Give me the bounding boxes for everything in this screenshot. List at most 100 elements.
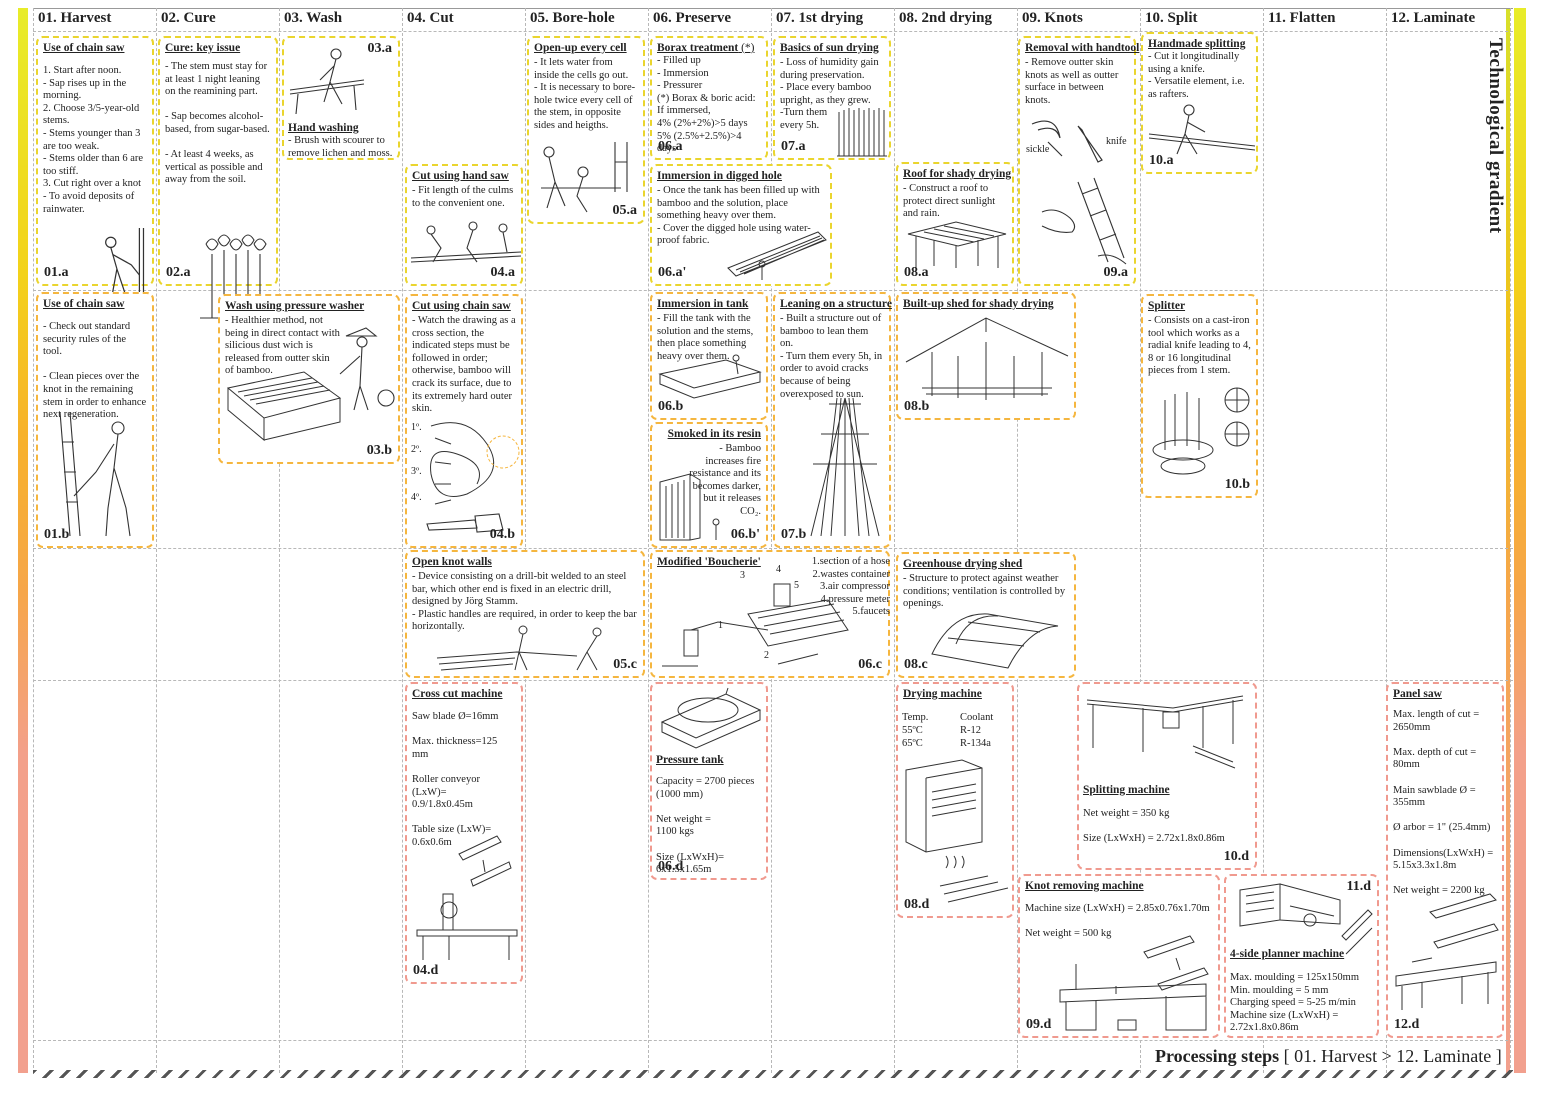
card-10d: Splitting machine Net weight = 350 kg Si… (1077, 682, 1257, 870)
sickle-icon (1026, 118, 1080, 158)
card-code: 10.a (1149, 153, 1174, 168)
card-body: - The stem must stay for at least 1 nigh… (165, 61, 270, 186)
bore-hole-illustration (531, 132, 641, 222)
card-11d: 11.d 4-side planner machine Max. mouldin… (1224, 874, 1379, 1038)
card-06b-prime: Smoked in its resin - Bamboo increases f… (650, 422, 768, 548)
card-code: 08.d (904, 897, 930, 912)
side-title: Technological gradient (1485, 38, 1506, 234)
column-header: 05. Bore-hole (530, 10, 615, 26)
card-body: - Check out standard security rules of t… (43, 321, 147, 421)
card-body: - Watch the drawing as a cross section, … (412, 315, 516, 415)
card-code: 04.d (413, 963, 439, 978)
card-08d: Drying machine Temp. Coolant 55ºC R-12 6… (896, 682, 1014, 918)
footer-title-range: [ 01. Harvest > 12. Laminate ] (1283, 1046, 1502, 1066)
card-code: 06.a (658, 139, 683, 154)
splitter-tool-illustration (1147, 380, 1255, 480)
knife-icon (1076, 124, 1106, 164)
card-title: Cure: key issue (165, 42, 241, 54)
card-04d: Cross cut machine Saw blade Ø=16mm Max. … (405, 682, 523, 984)
card-code: 06.b' (730, 527, 760, 542)
card-title: Cross cut machine (412, 688, 503, 700)
column-header: 02. Cure (161, 10, 216, 26)
card-body: - Filled up - Immersion - Pressurer (*) … (657, 55, 756, 155)
card-12d: Panel saw Max. length of cut = 2650mm Ma… (1386, 682, 1504, 1038)
column-header: 04. Cut (407, 10, 454, 26)
panel-pieces-icon (1428, 890, 1500, 950)
step-label: 4º. (411, 492, 422, 503)
gradient-bar-right-thin (1506, 8, 1510, 1073)
card-title-text: Borax treatment (657, 42, 739, 54)
card-title: Drying machine (903, 688, 982, 700)
digged-hole-illustration (722, 224, 828, 282)
card-body: - Healthier method, not being in direct … (225, 315, 340, 377)
column-header: 10. Split (1145, 10, 1198, 26)
card-body: - Loss of humidity gain during preservat… (780, 57, 879, 131)
card-body: - Cut it longitudinally using a knife. -… (1148, 51, 1245, 100)
card-code: 04.a (490, 265, 516, 280)
temp-value: 55ºC (902, 725, 923, 736)
cross-cut-machine-illustration (413, 890, 519, 962)
card-body: 1.section of a hose 2.wastes container 3… (811, 556, 890, 618)
card-08a: Roof for shady drying - Construct a roof… (896, 162, 1014, 286)
card-body: Max. length of cut = 2650mm Max. depth o… (1393, 709, 1494, 897)
component-number: 3 (740, 570, 745, 581)
card-body: - Fill the tank with the solution and th… (657, 313, 754, 362)
card-title: Immersion in digged hole (657, 170, 782, 182)
column-header: 08. 2nd drying (899, 10, 992, 26)
gradient-bar-right (1514, 8, 1526, 1073)
column-header: 09. Knots (1022, 10, 1083, 26)
sickle-label: sickle (1026, 144, 1050, 155)
card-03a: 03.a Hand washing - Brush with scourer t… (282, 36, 400, 160)
card-title: Basics of sun drying (780, 42, 879, 54)
card-body: - Bamboo increases fire resistance and i… (689, 443, 761, 517)
card-title: 4-side planner machine (1230, 948, 1345, 960)
card-body: - Fit length of the culms to the conveni… (412, 185, 514, 209)
card-title: Built-up shed for shady drying (903, 298, 1054, 310)
card-code: 06.c (858, 657, 882, 672)
card-title: Splitting machine (1083, 784, 1170, 796)
card-04a: Cut using hand saw - Fit length of the c… (405, 164, 523, 286)
card-body: - Built a structure out of bamboo to lea… (780, 313, 883, 400)
coolant-value: R-134a (960, 738, 991, 749)
card-06d: Pressure tank Capacity = 2700 pieces (10… (650, 682, 768, 880)
dried-pieces-icon (938, 855, 1010, 906)
hand-saw-workers-illustration (410, 218, 522, 266)
card-09a: Removal with handtool - Remove outter sk… (1018, 36, 1139, 286)
card-code: 04.b (489, 527, 515, 542)
card-title: Use of chain saw (43, 42, 125, 54)
card-title: Leaning on a structure (780, 298, 892, 310)
card-06c: Modified 'Boucherie' 1.section of a hose… (650, 550, 890, 678)
card-title: Handmade splitting (1148, 38, 1246, 50)
card-05a: Open-up every cell - It lets water from … (527, 36, 645, 224)
immersion-tank-illustration (656, 354, 764, 399)
card-body: Capacity = 2700 pieces (1000 mm) Net wei… (656, 776, 755, 876)
step-label: 1º. (411, 422, 422, 433)
column-header: 01. Harvest (38, 10, 112, 26)
boucherie-system-illustration (658, 574, 854, 670)
bamboo-pieces-icon (457, 832, 513, 892)
greenhouse-illustration (928, 604, 1068, 670)
card-08c: Greenhouse drying shed - Structure to pr… (896, 552, 1076, 678)
component-number: 2 (764, 650, 769, 661)
card-body: - Construct a roof to protect direct sun… (903, 183, 996, 220)
card-title: Borax treatment (*) (657, 41, 761, 55)
card-code: 05.a (612, 203, 638, 218)
knot-removing-machine-illustration (1056, 960, 1216, 1032)
column-header: 03. Wash (284, 10, 343, 26)
card-code: 05.c (613, 657, 637, 672)
footer-title: Processing steps [ 01. Harvest > 12. Lam… (1155, 1046, 1517, 1067)
card-02a: Cure: key issue - The stem must stay for… (158, 36, 278, 319)
card-body: - Device consisting on a drill-bit welde… (412, 571, 637, 633)
hand-washing-illustration (289, 44, 365, 120)
card-10b: Splitter - Consists on a cast-iron tool … (1141, 294, 1258, 498)
card-body: Machine size (LxWxH) = 2.85x0.76x1.70m N… (1025, 903, 1210, 940)
card-body: - It lets water from inside the cells go… (534, 57, 636, 131)
card-body: - Structure to protect against weather c… (903, 573, 1066, 610)
card-title: Use of chain saw (43, 298, 125, 310)
card-body: - Remove outter skin knots as well as ou… (1025, 57, 1119, 106)
pressure-tank-illustration (656, 687, 764, 750)
card-01b: Use of chain saw - Check out standard se… (36, 292, 154, 548)
card-06a-prime: Immersion in digged hole - Once the tank… (650, 164, 832, 286)
card-code: 06.a' (658, 265, 687, 280)
